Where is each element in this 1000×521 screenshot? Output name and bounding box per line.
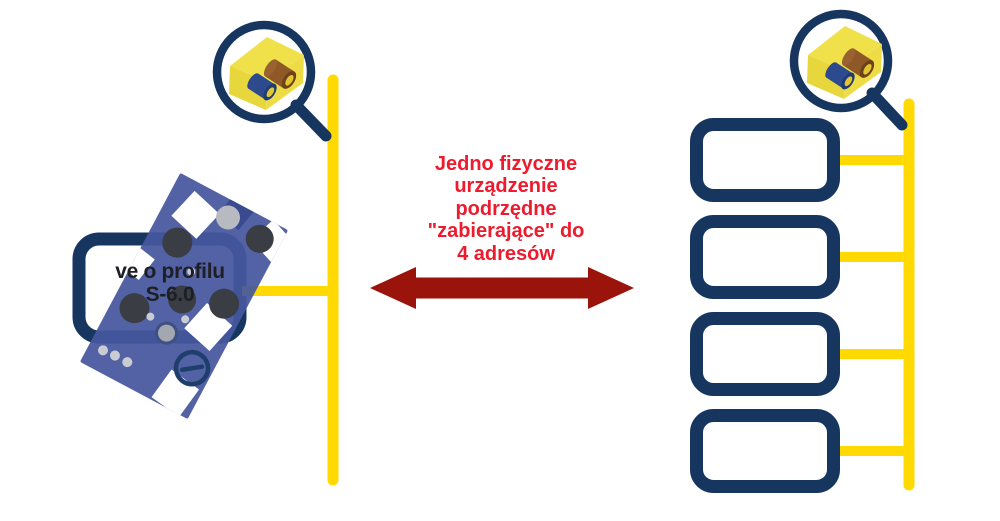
annotation-text: Jedno fizyczne urządzenie podrzędne "zab… [378,153,634,265]
pcb-solder-dot [181,315,190,324]
logical-slave-box [690,118,840,202]
pcb-component [155,321,179,345]
pcb-capacitor [209,288,240,319]
magnifier-handle [290,99,332,142]
pcb-solder-dot [98,345,109,356]
logical-slave-box [690,312,840,396]
pcb-capacitor [168,285,197,314]
magnifier-handle [866,87,908,131]
magnifier-icon [212,20,332,142]
pcb-solder-dot [187,267,196,276]
pcb-capacitor [216,205,241,230]
left-physical-device-group [72,20,339,486]
pcb-solder-dot [146,312,155,321]
device-profile-label: ve o profilu S-6.0 [85,260,255,306]
magnifier-lens [212,20,316,124]
pcb-screw-slot [179,364,205,373]
annotation-line: urządzenie [454,175,558,198]
pcb-capacitor [162,227,193,258]
double-headed-arrow-icon [370,267,634,309]
pcb-capacitor [245,224,274,253]
logical-slave-box [690,215,840,299]
pcb-capacitor [119,293,150,324]
pcb-screw-icon [173,349,211,387]
magnifier-lens [789,9,893,113]
logical-slave-box [690,409,840,493]
annotation-line: podrzędne [455,197,557,220]
pcb-chip [171,190,220,239]
annotation-line: Jedno fizyczne [434,153,578,175]
magnifier-icon [789,9,908,131]
right-logical-devices-group [690,9,915,493]
bus-connector-device-icon [229,37,304,110]
device-profile-label-line2: S-6.0 [145,283,195,306]
pcb-solder-dot [109,350,120,361]
annotation-line: 4 adresów [457,242,555,265]
annotation-line: "zabierające" do [427,220,585,243]
device-profile-label-line1: ve o profilu [115,260,225,283]
pcb-solder-dot [122,357,133,368]
